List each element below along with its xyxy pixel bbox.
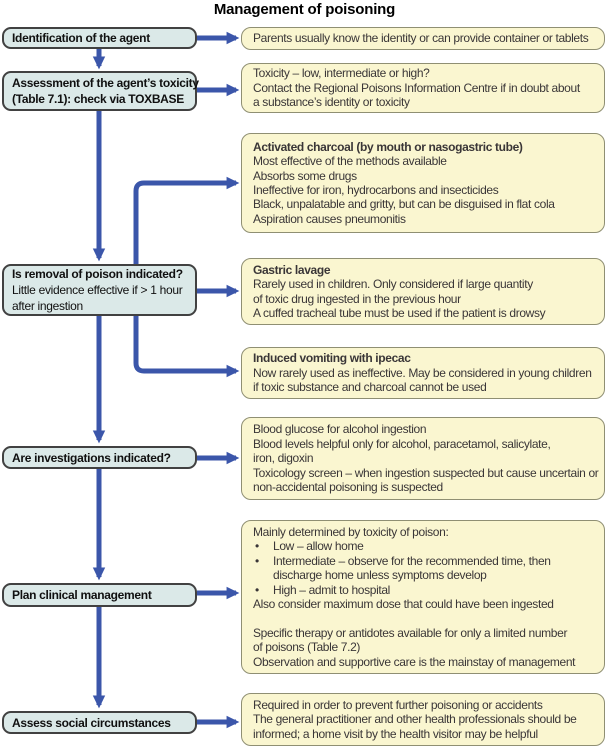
text-line: Are investigations indicated? bbox=[12, 450, 171, 465]
text-line: of poisons (Table 7.2) bbox=[253, 640, 361, 655]
text-line: if toxic substance and charcoal cannot b… bbox=[253, 380, 487, 395]
step-toxicity-assessment: Assessment of the agent’s toxicity (Table… bbox=[2, 71, 199, 111]
text-line: Absorbs some drugs bbox=[253, 168, 357, 183]
step-clinical-management: Plan clinical management bbox=[2, 583, 197, 607]
step-investigations: Are investigations indicated? bbox=[2, 446, 197, 469]
text-line: Required in order to prevent further poi… bbox=[253, 697, 543, 712]
text-line: Assess social circumstances bbox=[12, 715, 171, 730]
text-line: Specific therapy or antidotes available … bbox=[253, 625, 568, 640]
bullet-dot: • bbox=[255, 539, 259, 554]
text-line: Ineffective for iron, hydrocarbons and i… bbox=[253, 183, 499, 197]
step-removal: Is removal of poison indicated? Little ev… bbox=[2, 264, 197, 316]
text-line: Identification of the agent bbox=[12, 31, 150, 45]
text-line: A cuffed tracheal tube must be used if t… bbox=[253, 305, 546, 320]
text-line: of toxic drug ingested in the previous h… bbox=[253, 291, 461, 306]
text-line: • High – admit to hospital bbox=[253, 583, 593, 597]
detail-activated-charcoal: Activated charcoal (by mouth or nasogast… bbox=[241, 133, 605, 233]
step-social-circumstances: Assess social circumstances bbox=[2, 711, 197, 734]
arrow-removal-to-ipecac bbox=[133, 316, 240, 378]
detail-identity: Parents usually know the identity or can… bbox=[241, 27, 605, 50]
text-line: a substance’s identity or toxicity bbox=[253, 95, 410, 110]
bullet-dot: • bbox=[255, 553, 259, 568]
text-line: Induced vomiting with ipecac bbox=[253, 351, 411, 366]
detail-clinical-management: Mainly determined by toxicity of poison:… bbox=[241, 520, 605, 674]
text-line: (Table 7.1): check via TOXBASE bbox=[12, 92, 184, 106]
page-title: Management of poisoning bbox=[213, 1, 396, 18]
text-line: Rarely used in children. Only considered… bbox=[253, 277, 533, 292]
bullet-text: Intermediate – observe for the recommend… bbox=[273, 553, 551, 568]
text-line: Toxicology screen – when ingestion suspe… bbox=[253, 465, 599, 480]
text-line: Black, unpalatable and gritty, but can b… bbox=[253, 197, 555, 212]
step-identification: Identification of the agent bbox=[2, 27, 197, 49]
text-line: • Low – allow home bbox=[253, 539, 593, 553]
text-line: Parents usually know the identity or can… bbox=[253, 31, 589, 46]
text-line: Observation and supportive care is the m… bbox=[253, 654, 576, 669]
text-line: iron, digoxin bbox=[253, 451, 314, 466]
text-line: Blood glucose for alcohol ingestion bbox=[253, 422, 427, 437]
detail-toxicity: Toxicity – low, intermediate or high?Con… bbox=[241, 63, 605, 113]
text-line: Aspiration causes pneumonitis bbox=[253, 211, 406, 226]
text-line: Plan clinical management bbox=[12, 588, 152, 602]
text-line: Little evidence effective if > 1 hour bbox=[12, 283, 183, 297]
text-line: Contact the Regional Poisons Information… bbox=[253, 80, 580, 95]
bullet-dot: • bbox=[255, 582, 259, 597]
text-line: Activated charcoal (by mouth or nasogast… bbox=[253, 139, 523, 154]
text-line: Mainly determined by toxicity of poison: bbox=[253, 524, 449, 539]
text-line: Most effective of the methods available bbox=[253, 154, 447, 169]
text-line: Gastric lavage bbox=[253, 262, 331, 277]
text-line: informed; a home visit by the health vis… bbox=[253, 726, 538, 741]
bullet-text: Low – allow home bbox=[273, 539, 364, 554]
arrow-removal-to-charcoal bbox=[133, 176, 240, 264]
text-line: Blood levels helpful only for alcohol, p… bbox=[253, 436, 551, 451]
text-line: Assessment of the agent’s toxicity bbox=[12, 76, 199, 90]
bullet-text: High – admit to hospital bbox=[273, 582, 391, 597]
text-line: Is removal of poison indicated? bbox=[12, 267, 183, 281]
text-line: • Intermediate – observe for the recommen… bbox=[253, 554, 593, 568]
text-line: Toxicity – low, intermediate or high? bbox=[253, 66, 430, 81]
text-line: discharge home unless symptoms develop bbox=[273, 568, 487, 583]
text-line: Also consider maximum dose that could ha… bbox=[253, 597, 554, 611]
text-line bbox=[253, 611, 593, 625]
detail-social: Required in order to prevent further poi… bbox=[241, 693, 605, 746]
text-line: Now rarely used as ineffective. May be c… bbox=[253, 365, 592, 380]
text-line: The general practitioner and other healt… bbox=[253, 712, 577, 727]
text-line: non-accidental poisoning is suspected bbox=[253, 480, 443, 495]
text-line: after ingestion bbox=[12, 299, 83, 313]
